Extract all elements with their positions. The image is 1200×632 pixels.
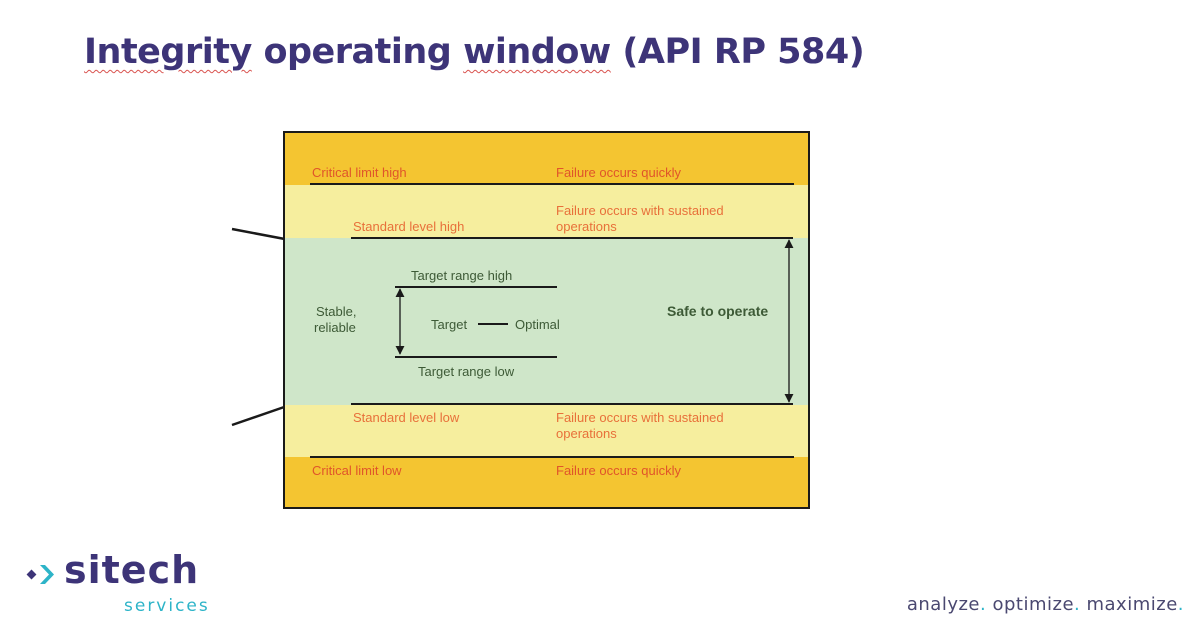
- critical-high-description: Failure occurs quickly: [556, 165, 681, 180]
- tagline-optimize: optimize: [986, 594, 1075, 615]
- band-standard-high: [285, 185, 808, 238]
- standard-level-high-label: Standard level high: [353, 219, 465, 234]
- logo-subtitle: services: [124, 596, 210, 616]
- title-word-integrity: Integrity: [84, 32, 252, 72]
- target-line: [478, 323, 508, 325]
- pointer-line-upper: [231, 227, 291, 242]
- operating-window-diagram: Critical limit high Failure occurs quick…: [283, 131, 810, 509]
- stable-label-1: Stable,: [316, 304, 357, 319]
- title-standard: (API RP 584): [610, 32, 865, 72]
- critical-limit-low-line: [310, 456, 794, 458]
- band-standard-low: [285, 405, 808, 457]
- critical-limit-low-label: Critical limit low: [312, 463, 402, 478]
- title-word-window: window: [463, 32, 611, 72]
- band-critical-high: [285, 133, 808, 185]
- band-safe-zone: [285, 238, 808, 405]
- target-range-high-line: [395, 286, 557, 288]
- critical-limit-high-label: Critical limit high: [312, 165, 407, 180]
- standard-low-description-1: Failure occurs with sustained: [556, 410, 724, 425]
- band-critical-low: [285, 457, 808, 507]
- target-range-low-label: Target range low: [418, 364, 515, 379]
- safe-to-operate-label: Safe to operate: [667, 303, 769, 319]
- logo-brand: sitech: [64, 548, 200, 592]
- logo-arrow-icon: [26, 565, 54, 584]
- title-word-operating: operating: [251, 32, 464, 72]
- tagline-dot-2: .: [1074, 594, 1081, 615]
- standard-level-low-label: Standard level low: [353, 410, 460, 425]
- stable-label-2: reliable: [314, 320, 356, 335]
- diagram-arrows: [395, 239, 794, 403]
- standard-level-low-line: [351, 403, 793, 405]
- tagline-dot-3: .: [1177, 594, 1184, 615]
- critical-low-description: Failure occurs quickly: [556, 463, 681, 478]
- standard-high-description-1: Failure occurs with sustained: [556, 203, 724, 218]
- tagline-maximize: maximize: [1080, 594, 1178, 615]
- tagline-analyze: analyze: [906, 594, 981, 615]
- standard-high-description-2: operations: [556, 219, 617, 234]
- critical-limit-high-line: [310, 183, 794, 185]
- page-title: Integrity operating window (API RP 584): [84, 32, 865, 72]
- tagline-dot-1: .: [980, 594, 987, 615]
- optimal-label: Optimal: [515, 317, 560, 332]
- pointer-line-lower: [231, 403, 291, 427]
- target-range-high-label: Target range high: [411, 268, 513, 283]
- standard-low-description-2: operations: [556, 426, 617, 441]
- standard-level-high-line: [351, 237, 793, 239]
- tagline: analyze. optimize. maximize.: [907, 594, 1184, 615]
- target-range-low-line: [395, 356, 557, 358]
- target-label: Target: [431, 317, 468, 332]
